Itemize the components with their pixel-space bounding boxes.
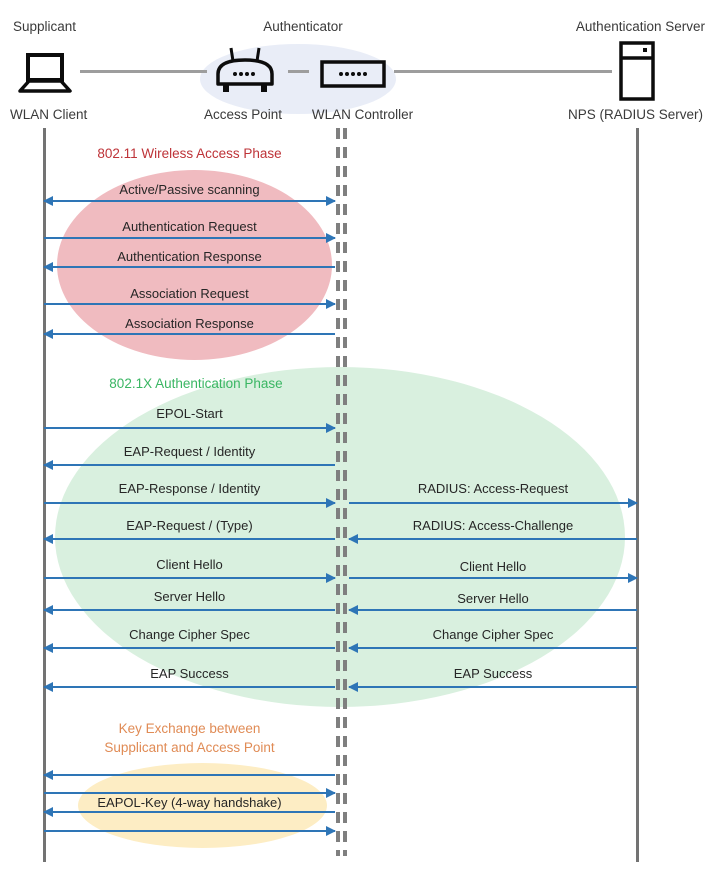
server-icon (619, 41, 655, 101)
wlan-controller-icon (320, 60, 386, 88)
connector-client-ap (80, 70, 207, 73)
message-label: Server Hello (153, 589, 226, 604)
message-label: Change Cipher Spec (432, 627, 554, 642)
message-label: EPOL-Start (156, 406, 223, 421)
phase3-ellipse (78, 763, 327, 848)
node-label-wlan-client: WLAN Client (10, 107, 88, 122)
arrow-radius-access-request (349, 498, 638, 508)
arrow-active-passive-scanning (43, 196, 336, 206)
arrow-association-response (43, 329, 335, 339)
lifeline-wlan-client (43, 128, 46, 862)
message-label: Change Cipher Spec (129, 627, 250, 642)
phase3-title-line1: Key Exchange between (118, 721, 261, 736)
node-label-access-point: Access Point (203, 107, 283, 122)
arrow-eap-success-right (348, 682, 637, 692)
lifeline-radius-server (636, 128, 639, 862)
arrow-eap-success-left (43, 682, 335, 692)
phase2-title: 802.1X Authentication Phase (109, 376, 283, 391)
arrow-radius-access-challenge (348, 534, 637, 544)
arrow-client-hello-left (44, 573, 336, 583)
role-authentication-server: Authentication Server (575, 19, 705, 34)
arrow-authentication-response (43, 262, 335, 272)
connector-ap-controller (288, 70, 309, 73)
laptop-icon (18, 53, 72, 93)
arrow-client-hello-right (349, 573, 638, 583)
arrow-change-cipher-spec-right (348, 643, 637, 653)
arrow-eapol-key-3 (43, 807, 335, 817)
arrow-change-cipher-spec-left (43, 643, 335, 653)
role-authenticator: Authenticator (263, 19, 343, 34)
message-label: Client Hello (459, 559, 527, 574)
connector-controller-server (394, 70, 612, 73)
phase1-ellipse (57, 170, 332, 360)
message-label: Client Hello (156, 557, 223, 572)
arrow-eap-request-type (43, 534, 335, 544)
phase2-ellipse (55, 367, 625, 707)
lifeline-access-point-dashed (336, 128, 340, 856)
arrow-association-request (44, 299, 336, 309)
message-label: Association Response (125, 316, 254, 331)
message-label: Server Hello (457, 591, 529, 606)
message-label: RADIUS: Access-Challenge (412, 518, 574, 533)
arrow-server-hello-right (348, 605, 637, 615)
arrow-eapol-key-2 (44, 788, 336, 798)
message-label: EAP-Response / Identity (118, 481, 261, 496)
arrow-eap-request-identity (43, 460, 335, 470)
arrow-eapol-key-1 (43, 770, 335, 780)
message-label: Association Request (130, 286, 249, 301)
access-point-icon (216, 47, 274, 92)
arrow-epol-start (44, 423, 336, 433)
message-label: RADIUS: Access-Request (417, 481, 569, 496)
role-supplicant: Supplicant (13, 19, 77, 34)
message-label: Authentication Response (117, 249, 262, 264)
message-label: EAP Success (150, 666, 229, 681)
arrow-eapol-key-4 (44, 826, 336, 836)
message-label: EAP-Request / (Type) (126, 518, 253, 533)
node-label-nps-radius-server: NPS (RADIUS Server) (567, 107, 703, 122)
lifeline-wlan-controller-dashed (343, 128, 347, 856)
message-label: EAPOL-Key (4-way handshake) (97, 795, 282, 810)
message-label: Authentication Request (122, 219, 257, 234)
node-label-wlan-controller: WLAN Controller (311, 107, 414, 122)
arrow-eap-response-identity (44, 498, 336, 508)
message-label: EAP-Request / Identity (123, 444, 256, 459)
message-label: EAP Success (453, 666, 533, 681)
message-label: Active/Passive scanning (119, 182, 260, 197)
phase1-title: 802.11 Wireless Access Phase (97, 146, 282, 161)
phase3-title-line2: Supplicant and Access Point (104, 740, 275, 755)
arrow-server-hello-left (43, 605, 335, 615)
arrow-authentication-request (44, 233, 336, 243)
